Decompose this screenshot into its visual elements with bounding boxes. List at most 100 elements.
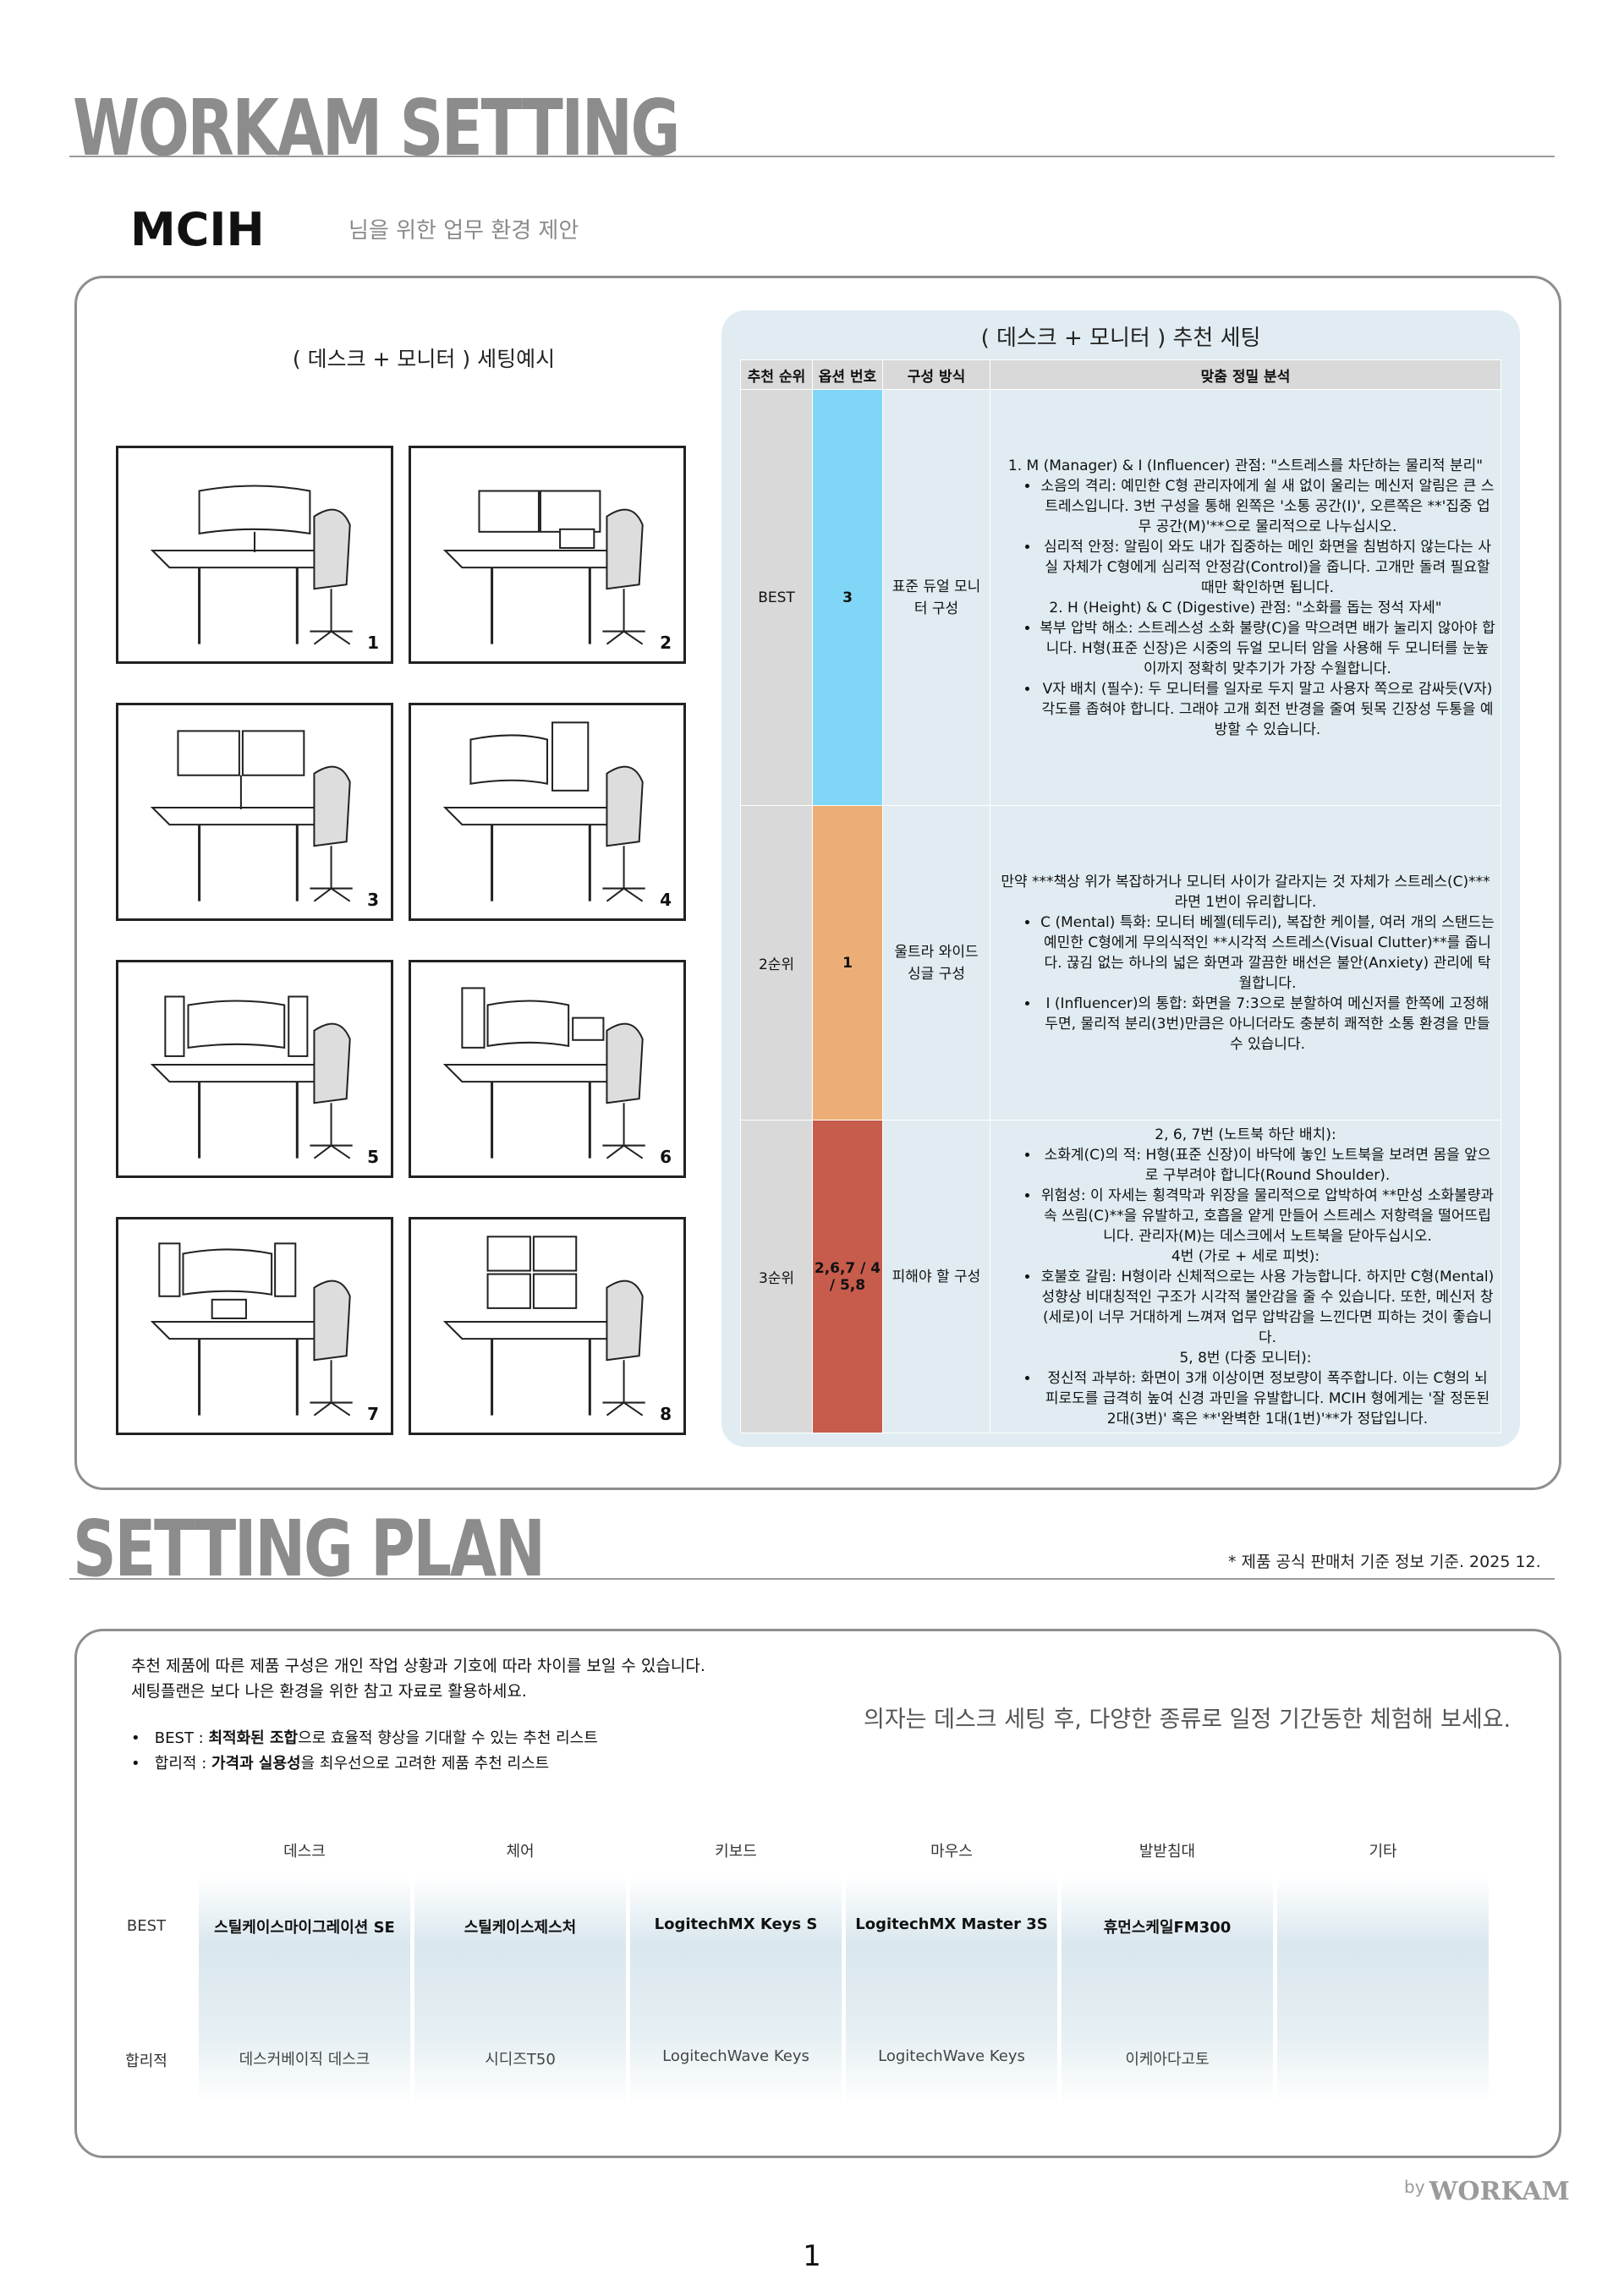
plan-title: SETTING PLAN [73, 1504, 546, 1594]
footer-brand: by WORKAM [1404, 2177, 1570, 2206]
analysis-list: C (Mental) 특화: 모니터 베젤(테두리), 복잡한 케이블, 여러 … [996, 912, 1495, 1055]
analysis-cell: 만약 ***책상 위가 복잡하거나 모니터 사이가 갈라지는 것 자체가 스트레… [990, 805, 1501, 1121]
rank-cell: BEST [740, 389, 813, 806]
product-column [199, 1877, 410, 2105]
product-column [1062, 1877, 1273, 2105]
analysis-list: 호불호 갈림: H형이라 신체적으로는 사용 가능합니다. 하지만 C형(Men… [996, 1267, 1495, 1348]
desk-illustration [150, 1242, 353, 1417]
example-frame-8: 8 [409, 1217, 686, 1435]
desk-illustration [150, 995, 353, 1159]
rank-cell: 2순위 [740, 805, 813, 1121]
page-number: 1 [803, 2239, 821, 2273]
plan-bullet-reasonable: • 합리적 : 가격과 실용성을 최우선으로 고려한 제품 추천 리스트 [131, 1755, 550, 1773]
example-number: 5 [367, 1147, 379, 1167]
analysis-item: I (Influencer)의 통합: 화면을 7:3으로 분할하여 메신저를 … [1040, 994, 1495, 1055]
analysis-heading: 5, 8번 (다중 모니터): [1179, 1349, 1312, 1367]
analysis-list: 소화계(C)의 적: H형(표준 신장)이 바닥에 놓인 노트북을 보려면 몸을… [996, 1145, 1495, 1247]
option-cell: 2,6,7 / 4 / 5,8 [812, 1120, 883, 1433]
tagline: 님을 위한 업무 환경 제안 [348, 218, 579, 244]
recommend-title: ( 데스크 + 모니터 ) 추천 세팅 [980, 326, 1261, 351]
example-frame-2: 2 [409, 446, 686, 664]
col-composition: 구성 방식 [882, 359, 990, 390]
analysis-cell: 2, 6, 7번 (노트북 하단 배치): 소화계(C)의 적: H형(표준 신장… [990, 1120, 1501, 1433]
row-label-reasonable: 합리적 [125, 2052, 167, 2070]
best-product: 휴먼스케일FM300 [1103, 1919, 1232, 1937]
recommend-panel: ( 데스크 + 모니터 ) 추천 세팅 추천 순위 옵션 번호 구성 방식 맞춤… [721, 310, 1520, 1447]
plan-intro-2: 세팅플랜은 보다 나은 환경을 위한 참고 자료로 활용하세요. [131, 1682, 527, 1701]
example-frame-7: 7 [116, 1217, 393, 1435]
best-product: 스틸케이스제스처 [464, 1919, 577, 1937]
category-header: 체어 [506, 1843, 535, 1860]
category-header: 기타 [1369, 1843, 1397, 1860]
composition-cell: 표준 듀얼 모니터 구성 [882, 389, 990, 806]
rank-cell: 3순위 [740, 1120, 813, 1433]
title-rule [69, 156, 1555, 157]
category-header: 마우스 [930, 1843, 973, 1860]
example-number: 6 [660, 1147, 672, 1167]
analysis-list: 소음의 격리: 예민한 C형 관리자에게 쉴 새 없이 울리는 메신저 알림은 … [996, 476, 1495, 598]
analysis-item: 정신적 과부하: 화면이 3개 이상이면 정보량이 폭주합니다. 이는 C형의 … [1040, 1368, 1495, 1429]
col-option: 옵션 번호 [812, 359, 883, 390]
analysis-item: 복부 압박 해소: 스트레스성 소화 불량(C)을 막으려면 배가 눌리지 않아… [1040, 618, 1495, 679]
analysis-item: 위험성: 이 자세는 횡격막과 위장을 물리적으로 압박하여 **만성 소화불량… [1040, 1186, 1495, 1247]
best-product: 스틸케이스마이그레이션 SE [214, 1919, 395, 1937]
product-column [630, 1877, 842, 2105]
analysis-cell: 1. M (Manager) & I (Influencer) 관점: "스트레… [990, 389, 1501, 806]
analysis-heading: 2, 6, 7번 (노트북 하단 배치): [1155, 1126, 1336, 1143]
plan-rule [69, 1578, 1555, 1580]
option-cell: 1 [812, 805, 883, 1121]
user-name: MCIH [130, 203, 265, 256]
example-frame-6: 6 [409, 960, 686, 1178]
col-analysis: 맞춤 정밀 분석 [990, 359, 1501, 390]
row-label-best: BEST [126, 1917, 167, 1935]
composition-cell: 피해야 할 구성 [882, 1120, 990, 1433]
product-column [1277, 1877, 1489, 2105]
desk-illustration [442, 490, 645, 645]
example-number: 2 [660, 633, 672, 653]
category-header: 데스크 [283, 1843, 326, 1860]
example-number: 3 [367, 890, 379, 910]
examples-title: ( 데스크 + 모니터 ) 세팅예시 [292, 347, 556, 371]
desk-illustration [442, 721, 645, 902]
plan-callout: 의자는 데스크 세팅 후, 다양한 종류로 일정 기간동한 체험해 보세요. [864, 1707, 1512, 1733]
analysis-item: 호불호 갈림: H형이라 신체적으로는 사용 가능합니다. 하지만 C형(Men… [1040, 1267, 1495, 1348]
analysis-heading: 1. M (Manager) & I (Influencer) 관점: "스트레… [1007, 457, 1484, 474]
category-header: 발받침대 [1138, 1843, 1196, 1860]
analysis-heading: 2. H (Height) & C (Digestive) 관점: "소화를 돕… [1049, 599, 1442, 616]
example-frame-4: 4 [409, 703, 686, 921]
reasonable-product: 이케아다고토 [1125, 2051, 1210, 2069]
reasonable-product: LogitechWave Keys [662, 2047, 809, 2065]
example-frame-1: 1 [116, 446, 393, 664]
analysis-item: 심리적 안정: 알림이 와도 내가 집중하는 메인 화면을 침범하지 않는다는 … [1040, 537, 1495, 598]
plan-panel: 추천 제품에 따른 제품 구성은 개인 작업 상황과 기호에 따라 차이를 보일… [74, 1629, 1561, 2158]
product-column [414, 1877, 626, 2105]
analysis-item: 소화계(C)의 적: H형(표준 신장)이 바닥에 놓인 노트북을 보려면 몸을… [1040, 1145, 1495, 1186]
page-title: WORKAM SETTING [73, 83, 680, 173]
plan-note: * 제품 공식 판매처 기준 정보 기준. 2025 12. [1228, 1553, 1541, 1571]
category-header: 키보드 [715, 1843, 757, 1860]
analysis-item: C (Mental) 특화: 모니터 베젤(테두리), 복잡한 케이블, 여러 … [1040, 912, 1495, 994]
example-number: 1 [367, 633, 379, 653]
composition-cell: 울트라 와이드 싱글 구성 [882, 805, 990, 1121]
example-frame-3: 3 [116, 703, 393, 921]
analysis-heading: 만약 ***책상 위가 복잡하거나 모니터 사이가 갈라지는 것 자체가 스트레… [1001, 873, 1490, 911]
reasonable-product: 데스커베이직 데스크 [239, 2051, 370, 2069]
example-number: 4 [660, 890, 672, 910]
setting-panel: ( 데스크 + 모니터 ) 세팅예시 1 2 [74, 276, 1561, 1490]
col-rank: 추천 순위 [740, 359, 813, 390]
analysis-item: V자 배치 (필수): 두 모니터를 일자로 두지 말고 사용자 쪽으로 감싸듯… [1040, 679, 1495, 740]
reasonable-product: 시디즈T50 [485, 2051, 556, 2069]
reasonable-product: LogitechWave Keys [878, 2047, 1025, 2065]
plan-bullet-best: • BEST : 최적화된 조합으로 효율적 향상을 기대할 수 있는 추천 리… [131, 1729, 598, 1747]
plan-intro-1: 추천 제품에 따른 제품 구성은 개인 작업 상황과 기호에 따라 차이를 보일… [131, 1657, 705, 1675]
desk-illustration [442, 1236, 645, 1417]
analysis-list: 정신적 과부하: 화면이 3개 이상이면 정보량이 폭주합니다. 이는 C형의 … [996, 1368, 1495, 1429]
example-number: 7 [367, 1404, 379, 1424]
product-column [846, 1877, 1057, 2105]
best-product: LogitechMX Master 3S [855, 1915, 1048, 1933]
desk-illustration [442, 987, 645, 1159]
